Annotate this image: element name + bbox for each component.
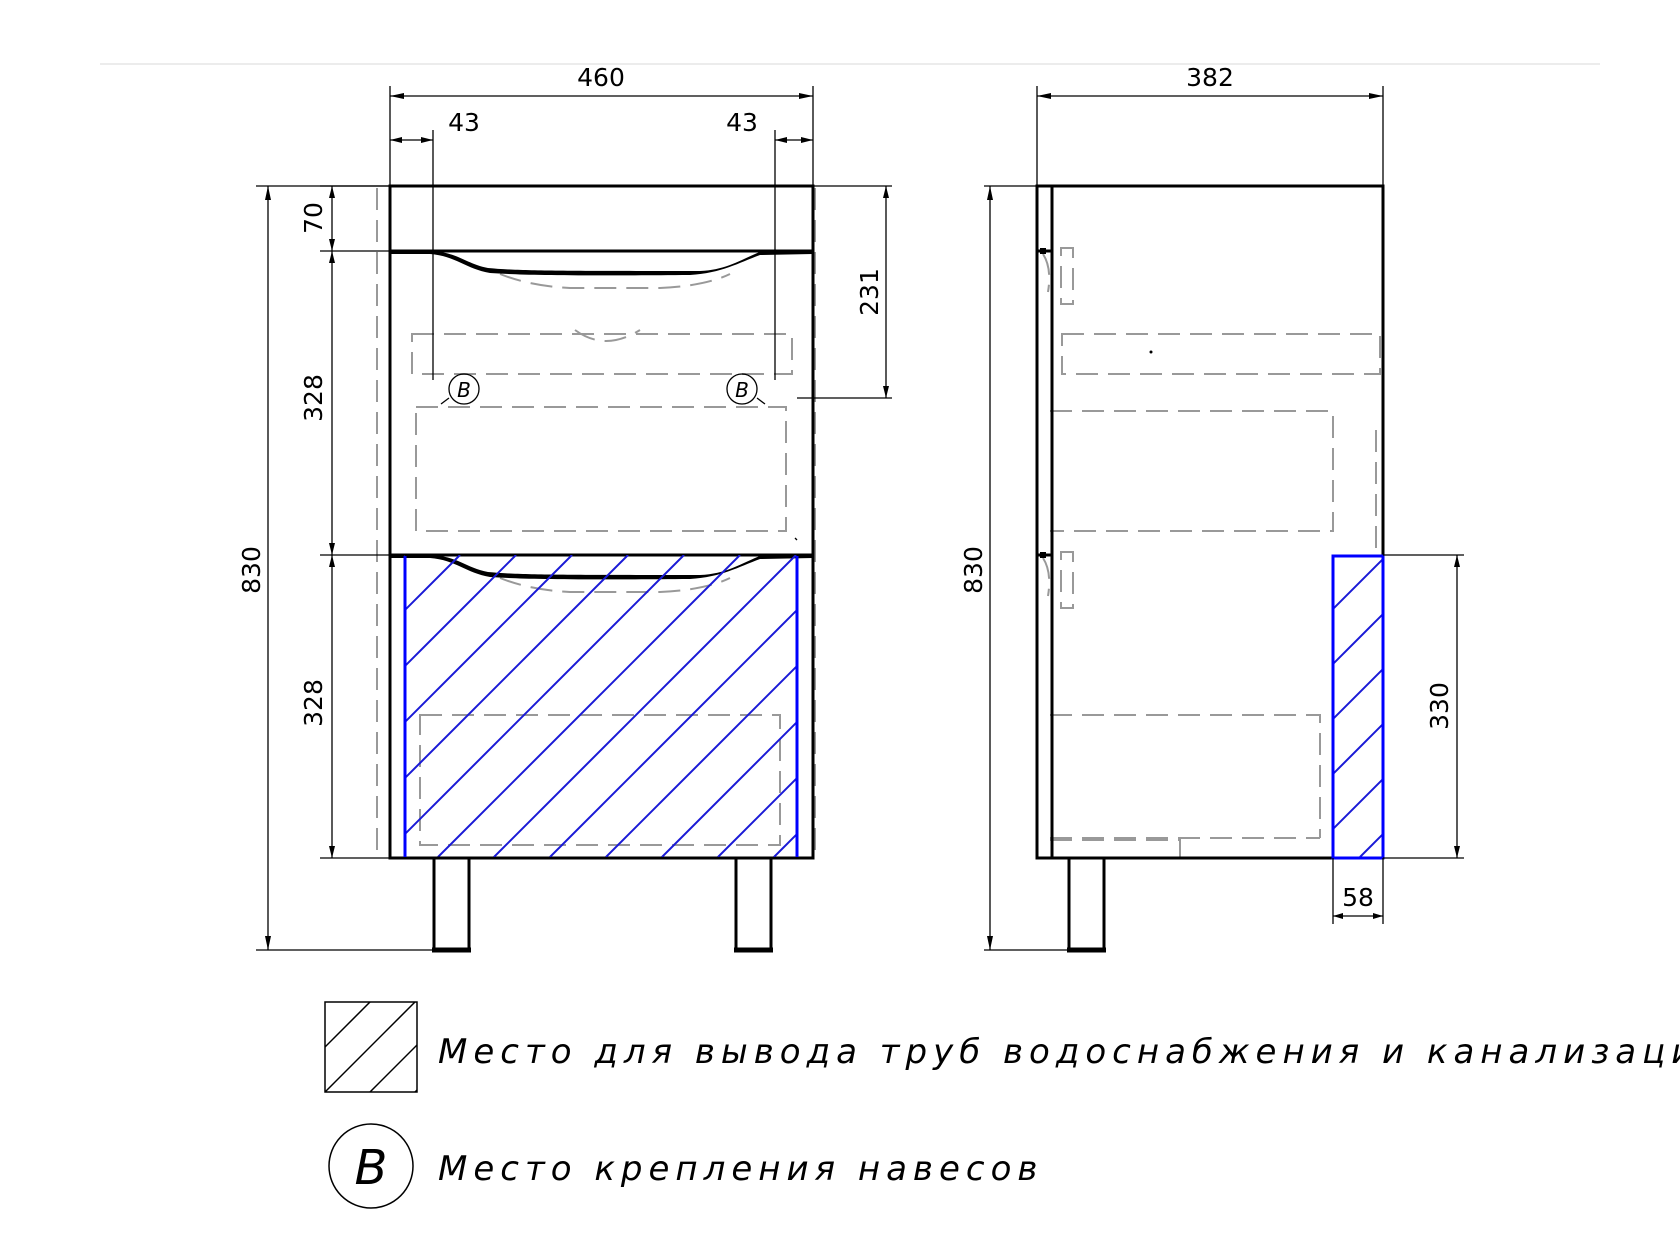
side-hatch-line bbox=[1525, 555, 1680, 857]
side-hatch-line bbox=[1580, 555, 1680, 857]
side-pipe-zone bbox=[1331, 554, 1680, 860]
side-hatch-line bbox=[1332, 777, 1383, 832]
side-hatch-line bbox=[1415, 555, 1680, 857]
front-hatch-line bbox=[717, 776, 797, 857]
legend-hanger-circle bbox=[328, 1123, 414, 1209]
side-hatch-line bbox=[1332, 722, 1383, 777]
upper-drawer-handle bbox=[390, 251, 813, 276]
front-hatch-line bbox=[998, 555, 1300, 857]
side-view: 382 830 330 58 bbox=[959, 63, 1680, 953]
front-hatch-line bbox=[773, 832, 797, 857]
front-hatch-line bbox=[404, 555, 629, 781]
legend: Место для вывода труб водоснабжения и ка… bbox=[324, 1001, 1680, 1209]
svg-text:330: 330 bbox=[1425, 682, 1454, 730]
dim-front-left-offset: 43 bbox=[390, 108, 480, 380]
front-hatch-line bbox=[404, 555, 517, 669]
svg-text:830: 830 bbox=[237, 546, 266, 594]
svg-text:58: 58 bbox=[1342, 883, 1374, 912]
side-hatch-line bbox=[1332, 667, 1383, 722]
front-hatch-line bbox=[549, 608, 797, 857]
front-leg-right bbox=[734, 856, 773, 952]
legend-pipes-item: Место для вывода труб водоснабжения и ка… bbox=[324, 1001, 1680, 1093]
legend-hanger-item: B Место крепления навесов bbox=[328, 1123, 1043, 1209]
legend-pipes-label: Место для вывода труб водоснабжения и ка… bbox=[438, 1032, 1680, 1072]
front-cabinet-outline bbox=[388, 184, 815, 860]
svg-text:328: 328 bbox=[299, 374, 328, 422]
dim-pipe-zone-height: 330 bbox=[1383, 554, 1464, 859]
front-view: B B 460 43 43 bbox=[237, 63, 1356, 953]
legend-hanger-symbol: B bbox=[355, 1140, 388, 1196]
side-cabinet-outline bbox=[1035, 184, 1385, 860]
dim-side-total-height: 830 bbox=[959, 185, 1069, 951]
front-hatch-line bbox=[661, 720, 797, 857]
lower-drawer-handle bbox=[390, 555, 813, 580]
dim-lower-drawer: 328 bbox=[299, 555, 390, 859]
legend-hatch-line bbox=[325, 1002, 416, 1092]
svg-text:830: 830 bbox=[959, 546, 988, 594]
hanger-marker-left: B bbox=[440, 373, 480, 405]
legend-hatch-line bbox=[369, 1043, 417, 1092]
svg-text:B: B bbox=[457, 378, 471, 402]
hanger-marker-right: B bbox=[726, 373, 766, 405]
side-hidden-lines bbox=[1042, 247, 1381, 858]
front-hatch-line bbox=[404, 555, 461, 613]
dim-front-total-height: 830 bbox=[237, 185, 434, 951]
dim-front-right-offset: 43 bbox=[726, 108, 813, 380]
side-hatch-line bbox=[1332, 612, 1383, 667]
svg-text:382: 382 bbox=[1186, 63, 1234, 92]
front-hatch-line bbox=[404, 555, 573, 725]
front-hatch-line bbox=[493, 555, 797, 857]
svg-text:43: 43 bbox=[448, 108, 480, 137]
dim-front-width: 460 bbox=[389, 63, 814, 186]
front-hidden-lines bbox=[376, 188, 816, 855]
dim-hanger-height: 231 bbox=[797, 185, 892, 399]
front-hatch-line bbox=[1054, 555, 1356, 857]
side-hatch-line bbox=[1332, 557, 1383, 612]
front-hatch-line bbox=[437, 555, 741, 857]
front-leg-left bbox=[432, 856, 471, 952]
legend-hanger-label: Место крепления навесов bbox=[438, 1149, 1043, 1189]
side-hatch-line bbox=[1470, 555, 1680, 857]
side-leg bbox=[1067, 856, 1106, 952]
svg-text:460: 460 bbox=[577, 63, 625, 92]
front-hatch-line bbox=[404, 555, 685, 837]
legend-hatch-line bbox=[325, 1002, 371, 1049]
front-hatch-line bbox=[830, 555, 1132, 857]
svg-text:70: 70 bbox=[299, 202, 328, 234]
side-hatch-line bbox=[1332, 555, 1333, 557]
side-hatch-line bbox=[1359, 832, 1383, 857]
svg-text:B: B bbox=[735, 378, 749, 402]
front-hatch-line bbox=[605, 664, 797, 857]
front-pipe-zone bbox=[403, 555, 1356, 857]
front-hatch-line bbox=[404, 555, 405, 557]
dim-side-depth: 382 bbox=[1036, 63, 1384, 186]
front-hatch-line bbox=[942, 555, 1244, 857]
dim-pipe-zone-width: 58 bbox=[1332, 858, 1384, 924]
svg-text:231: 231 bbox=[855, 268, 884, 316]
dim-upper-drawer: 328 bbox=[299, 251, 390, 556]
svg-text:328: 328 bbox=[299, 679, 328, 727]
svg-text:43: 43 bbox=[726, 108, 758, 137]
legend-hatch-line bbox=[325, 1002, 326, 1004]
side-hatch-line bbox=[1635, 555, 1680, 857]
